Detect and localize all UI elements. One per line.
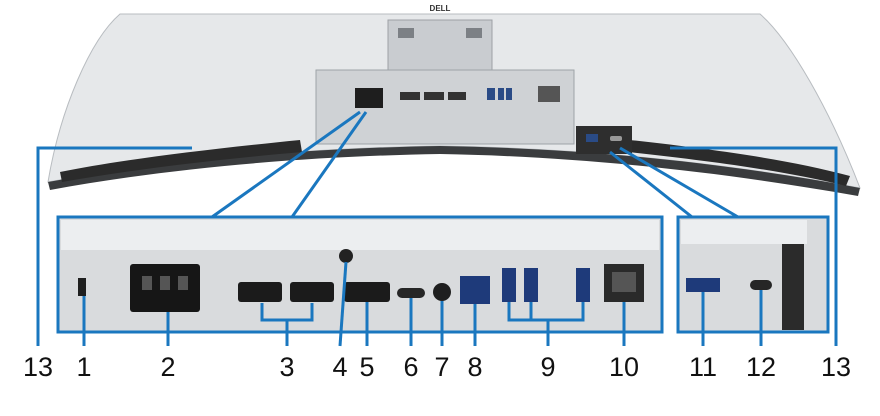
callout-label-11: 11 — [688, 352, 718, 382]
callout-label-6: 6 — [403, 352, 419, 382]
callout-label-2: 2 — [160, 352, 176, 382]
callout-label-7: 7 — [434, 352, 450, 382]
io-recess — [315, 69, 575, 145]
right-vent — [628, 140, 850, 186]
dell-logo: DELL — [429, 4, 451, 13]
callout-label-3: 3 — [279, 352, 295, 382]
callout-label-12: 12 — [745, 352, 777, 382]
monitor-bottom-edge — [48, 146, 860, 196]
callout-label-13-right: 13 — [820, 352, 852, 382]
callout-label-13-left: 13 — [22, 352, 54, 382]
callout-label-10: 10 — [608, 352, 640, 382]
left-vent — [60, 140, 302, 182]
callout-label-5: 5 — [359, 352, 375, 382]
callout-label-9: 9 — [540, 352, 556, 382]
callout-label-8: 8 — [467, 352, 483, 382]
callout-label-1: 1 — [76, 352, 92, 382]
stand-mount — [387, 19, 493, 71]
callout-lines — [36, 110, 838, 347]
callout-label-4: 4 — [332, 352, 348, 382]
